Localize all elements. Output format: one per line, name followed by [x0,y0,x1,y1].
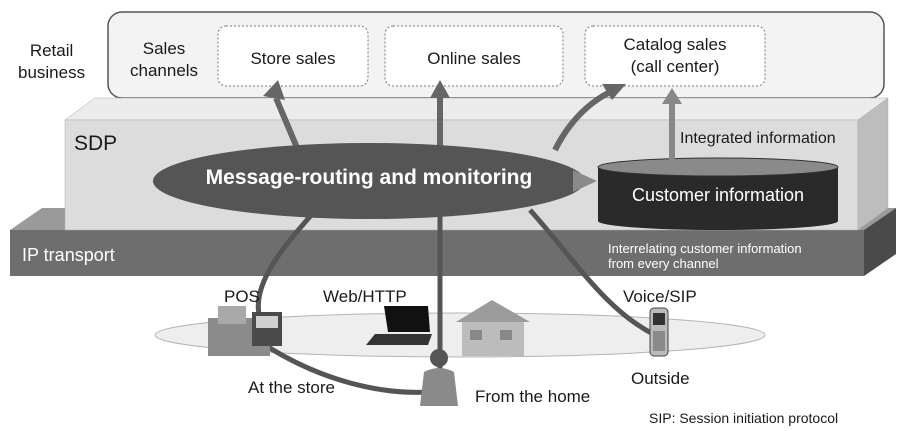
retail-business-label: Retail business [18,40,85,84]
arrowhead-catalog [602,84,626,100]
interrelating-note-line1: Interrelating customer information [608,241,802,256]
customer-information-label: Customer information [631,185,805,205]
catalog-sales-label: Catalog sales (call center) [585,34,765,78]
voice-sip-label: Voice/SIP [623,287,697,306]
footnote: SIP: Session initiation protocol [649,410,839,426]
sdp-side [857,97,889,231]
arrow-to-catalog [552,89,612,152]
routing-label: Message-routing and monitoring [205,166,533,189]
ip-transport-bar [10,230,864,276]
store-sales-label: Store sales [250,49,336,68]
mobile-phone-icon [649,307,669,357]
integrated-information-label: Integrated information [680,130,836,147]
customer-db-cylinder [597,157,839,230]
line-customer-store [263,342,431,395]
at-the-store-label: At the store [248,378,335,397]
catalog-sales-box [584,25,766,87]
house-icon [456,300,530,356]
ground-swoosh [154,312,766,358]
ip-transport-label: IP transport [22,245,115,265]
arrowhead-online [430,80,450,98]
online-sales-box [384,25,564,87]
sdp-label: SDP [74,132,118,155]
catalog-sales-line2: (call center) [630,57,720,76]
outside-label: Outside [631,369,690,388]
online-sales-label: Online sales [427,49,521,68]
interrelating-note: Interrelating customer information from … [608,241,802,271]
retail-label-line2: business [18,63,86,82]
catalog-sales-line1: Catalog sales [623,35,727,54]
sdp-top [64,97,889,121]
pos-label: POS [224,287,260,306]
channels-label-line1: Sales [142,39,186,58]
pos-terminal-icon [208,306,282,356]
arrowhead-store [263,80,285,100]
routing-ellipse [153,143,585,219]
customer-person-icon [420,349,458,406]
store-sales-box [217,25,369,87]
from-the-home-label: From the home [475,387,591,406]
arrowhead-integrated [662,88,682,104]
line-outside [528,208,657,338]
arrow-routing-to-db [573,170,597,192]
channels-label-line2: channels [130,61,199,80]
retail-label-line1: Retail [29,41,74,60]
interrelating-note-line2: from every channel [608,256,719,271]
web-http-label: Web/HTTP [323,287,407,306]
ip-transport-side [864,208,896,276]
arrow-to-store [273,96,301,152]
sales-channels-label: Sales channels [130,38,198,82]
laptop-icon [366,306,432,345]
